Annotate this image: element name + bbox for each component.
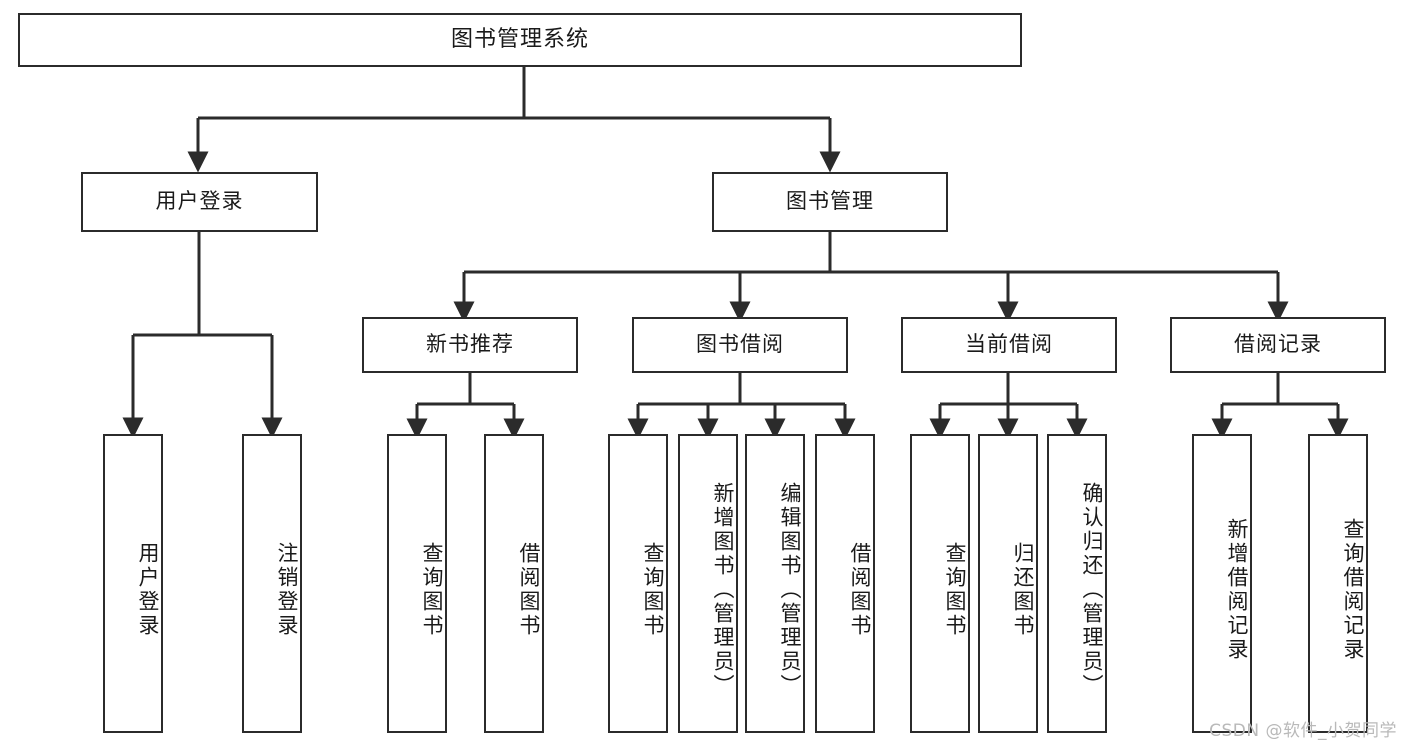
node-borrow-record[interactable]: 借阅记录 [1170,317,1386,373]
node-book-borrow[interactable]: 图书借阅 [632,317,848,373]
node-label: 查询图书 [943,541,967,638]
node-label: 当前借阅 [965,332,1053,357]
node-label: 归还图书 [1011,541,1035,638]
leaf-bb-add-book-admin[interactable]: 新增图书（管理员） [678,434,738,733]
node-label: 新增借阅记录 [1225,517,1249,662]
node-label: 查询借阅记录 [1341,517,1365,662]
node-label: 用户登录 [155,189,244,214]
node-label: 注销登录 [275,541,299,638]
node-label: 确认归还（管理员） [1080,481,1104,698]
node-label: 查询图书 [641,541,665,638]
node-label: 图书管理 [786,189,874,214]
node-label: 查询图书 [420,541,444,638]
node-user-login[interactable]: 用户登录 [81,172,318,232]
leaf-br-add-record[interactable]: 新增借阅记录 [1192,434,1252,733]
leaf-bb-query-book[interactable]: 查询图书 [608,434,668,733]
leaf-cb-confirm-return-admin[interactable]: 确认归还（管理员） [1047,434,1107,733]
leaf-br-query-record[interactable]: 查询借阅记录 [1308,434,1368,733]
node-label: 用户登录 [136,541,160,638]
leaf-cb-return-book[interactable]: 归还图书 [978,434,1038,733]
node-label: 图书管理系统 [450,26,589,52]
node-label: 借阅图书 [517,541,541,638]
node-label: 新增图书（管理员） [711,481,735,698]
node-book-management[interactable]: 图书管理 [712,172,948,232]
node-label: 借阅图书 [848,541,872,638]
node-root-book-management-system[interactable]: 图书管理系统 [18,13,1022,67]
node-label: 编辑图书（管理员） [778,481,802,698]
leaf-nb-borrow-book[interactable]: 借阅图书 [484,434,544,733]
leaf-nb-query-book[interactable]: 查询图书 [387,434,447,733]
leaf-cb-query-book[interactable]: 查询图书 [910,434,970,733]
node-current-borrow[interactable]: 当前借阅 [901,317,1117,373]
node-label: 新书推荐 [426,332,514,357]
node-label: 图书借阅 [696,332,784,357]
leaf-bb-edit-book-admin[interactable]: 编辑图书（管理员） [745,434,805,733]
leaf-bb-borrow-book[interactable]: 借阅图书 [815,434,875,733]
node-new-book-recommend[interactable]: 新书推荐 [362,317,578,373]
leaf-logout[interactable]: 注销登录 [242,434,302,733]
node-label: 借阅记录 [1234,332,1322,357]
leaf-user-login[interactable]: 用户登录 [103,434,163,733]
